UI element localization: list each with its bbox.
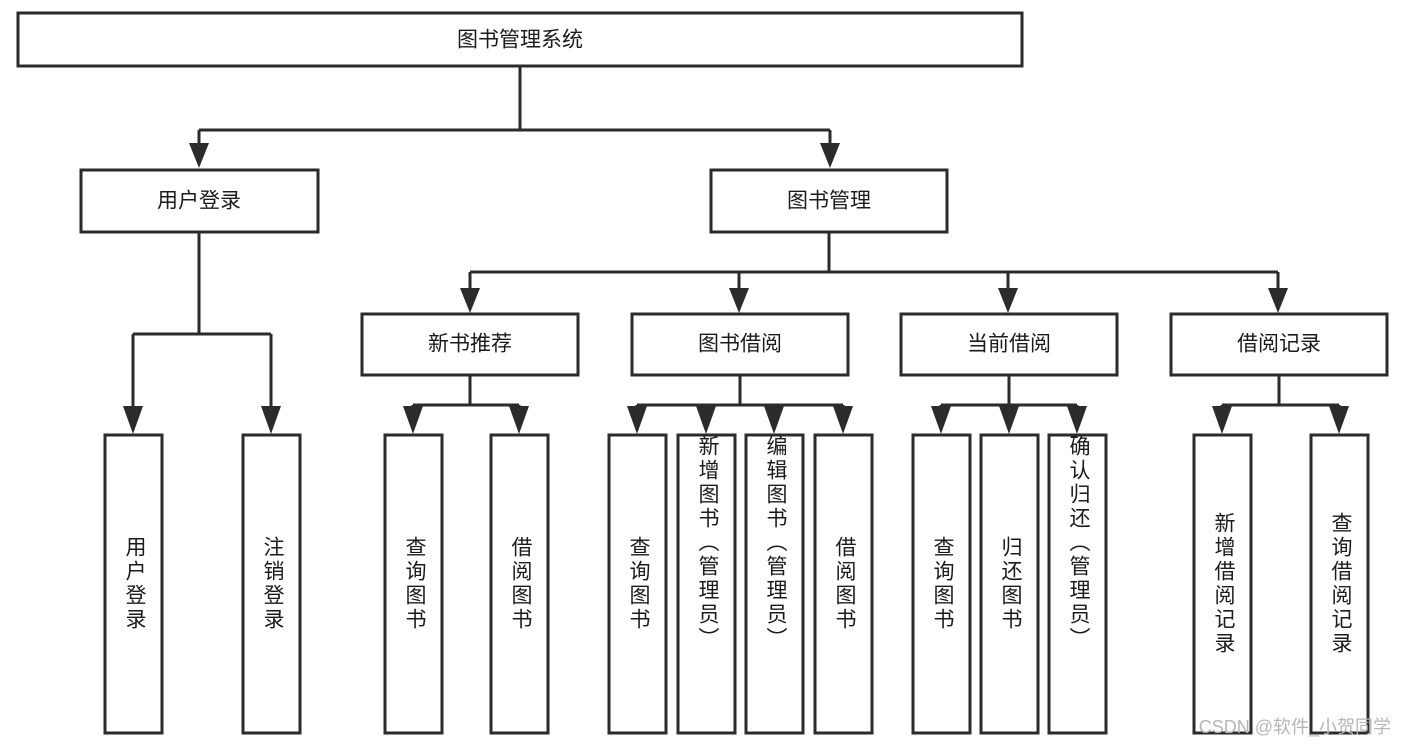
leaf-book-borrow-1-box[interactable]: [607, 433, 668, 735]
arrow-current-borrow-to-leaf-3: [1067, 406, 1087, 434]
leaf-current-borrow-2-box[interactable]: [979, 433, 1040, 735]
node-book-manage-box[interactable]: [709, 168, 949, 234]
arrow-book-manage-to-new-book: [460, 288, 480, 313]
node-borrow-record-label: 借阅记录: [1237, 333, 1321, 356]
arrow-new-book-to-leaf-2: [509, 406, 529, 434]
arrow-book-manage-to-borrow-record: [1268, 288, 1288, 313]
leaf-user-login-2-box[interactable]: [241, 433, 302, 735]
arrow-root-to-book-manage: [820, 143, 840, 168]
arrow-root-to-user-login: [189, 143, 209, 168]
leaf-new-book-1-box[interactable]: [383, 433, 444, 735]
arrow-user-login-to-leaf-2: [261, 406, 281, 434]
node-borrow-record-box[interactable]: [1169, 312, 1389, 377]
leaf-current-borrow-3-box[interactable]: [1047, 433, 1108, 735]
arrow-borrow-record-to-leaf-1: [1212, 406, 1232, 434]
arrow-borrow-record-to-leaf-2: [1329, 406, 1349, 434]
leaf-borrow-record-1-box[interactable]: [1192, 433, 1253, 735]
leaf-book-borrow-4-box[interactable]: [813, 433, 874, 735]
node-current-borrow-box[interactable]: [899, 312, 1119, 377]
node-new-book-label: 新书推荐: [428, 333, 512, 356]
arrow-book-manage-to-current-borrow: [998, 288, 1018, 313]
arrow-current-borrow-to-leaf-1: [931, 406, 951, 434]
node-book-borrow-label: 图书借阅: [698, 333, 782, 356]
arrow-new-book-to-leaf-1: [403, 406, 423, 434]
arrow-book-borrow-to-leaf-2: [696, 406, 716, 434]
leaf-new-book-2-box[interactable]: [489, 433, 550, 735]
node-root-label: 图书管理系统: [457, 29, 583, 52]
node-user-login-label: 用户登录: [157, 190, 241, 213]
leaf-user-login-1-box[interactable]: [103, 433, 164, 735]
node-current-borrow-label: 当前借阅: [967, 333, 1051, 356]
node-book-manage-label: 图书管理: [787, 190, 871, 213]
arrow-book-borrow-to-leaf-3: [764, 406, 784, 434]
arrow-current-borrow-to-leaf-2: [999, 406, 1019, 434]
leaf-book-borrow-3-box[interactable]: [744, 433, 805, 735]
arrow-book-manage-to-book-borrow: [729, 288, 749, 313]
leaf-borrow-record-2-box[interactable]: [1309, 433, 1370, 735]
node-new-book-box[interactable]: [360, 312, 580, 377]
node-book-borrow-box[interactable]: [630, 312, 850, 377]
arrow-user-login-to-leaf-1: [123, 406, 143, 434]
arrow-book-borrow-to-leaf-4: [833, 406, 853, 434]
leaf-current-borrow-1-box[interactable]: [911, 433, 972, 735]
leaf-book-borrow-2-box[interactable]: [676, 433, 737, 735]
node-root-box[interactable]: [16, 11, 1024, 68]
arrow-book-borrow-to-leaf-1: [627, 406, 647, 434]
